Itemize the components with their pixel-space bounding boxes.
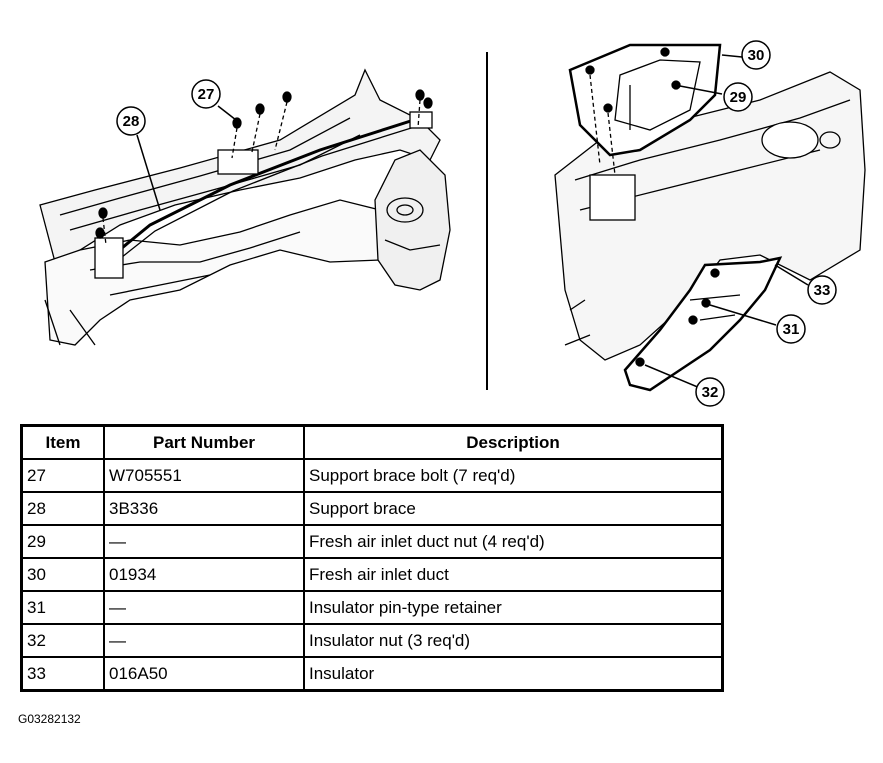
header-part-number: Part Number xyxy=(103,424,305,460)
table-row: 33 016A50 Insulator xyxy=(20,656,724,692)
illustration: 27 28 30 29 33 31 32 xyxy=(39,40,866,407)
right-illustration xyxy=(554,43,866,392)
header-item: Item xyxy=(20,424,105,460)
svg-text:29: 29 xyxy=(730,89,747,106)
cell-description: Fresh air inlet duct xyxy=(303,557,724,592)
table-row: 32 — Insulator nut (3 req'd) xyxy=(20,623,724,658)
cell-description: Insulator xyxy=(303,656,724,692)
svg-text:33: 33 xyxy=(814,282,831,299)
callout-27: 27 xyxy=(191,79,221,109)
callout-33: 33 xyxy=(807,275,837,305)
svg-text:31: 31 xyxy=(783,321,800,338)
svg-text:28: 28 xyxy=(123,113,140,130)
table-header-row: Item Part Number Description xyxy=(20,424,724,460)
table-row: 31 — Insulator pin-type retainer xyxy=(20,590,724,625)
parts-table: Item Part Number Description 27 W705551 … xyxy=(20,424,724,692)
table-row: 28 3B336 Support brace xyxy=(20,491,724,526)
cell-description: Support brace xyxy=(303,491,724,526)
svg-text:27: 27 xyxy=(198,86,215,103)
cell-item: 29 xyxy=(20,524,105,559)
cell-item: 28 xyxy=(20,491,105,526)
callout-32: 32 xyxy=(695,377,725,407)
callout-31: 31 xyxy=(776,314,806,344)
table-row: 27 W705551 Support brace bolt (7 req'd) xyxy=(20,458,724,493)
cell-description: Fresh air inlet duct nut (4 req'd) xyxy=(303,524,724,559)
cell-part-number: — xyxy=(103,590,305,625)
table-row: 30 01934 Fresh air inlet duct xyxy=(20,557,724,592)
cell-description: Insulator pin-type retainer xyxy=(303,590,724,625)
cell-part-number: — xyxy=(103,524,305,559)
callout-29: 29 xyxy=(723,82,753,112)
cell-description: Support brace bolt (7 req'd) xyxy=(303,458,724,493)
cell-part-number: — xyxy=(103,623,305,658)
left-illustration xyxy=(39,68,451,346)
cell-part-number: W705551 xyxy=(103,458,305,493)
cell-part-number: 016A50 xyxy=(103,656,305,692)
svg-text:30: 30 xyxy=(748,47,765,64)
cell-item: 27 xyxy=(20,458,105,493)
callout-28: 28 xyxy=(116,106,146,136)
cell-item: 32 xyxy=(20,623,105,658)
cell-item: 33 xyxy=(20,656,105,692)
cell-part-number: 01934 xyxy=(103,557,305,592)
header-description: Description xyxy=(303,424,724,460)
cell-description: Insulator nut (3 req'd) xyxy=(303,623,724,658)
svg-text:32: 32 xyxy=(702,384,719,401)
figure-id: G03282132 xyxy=(18,712,81,726)
table-row: 29 — Fresh air inlet duct nut (4 req'd) xyxy=(20,524,724,559)
cell-part-number: 3B336 xyxy=(103,491,305,526)
cell-item: 31 xyxy=(20,590,105,625)
cell-item: 30 xyxy=(20,557,105,592)
callout-30: 30 xyxy=(741,40,771,70)
